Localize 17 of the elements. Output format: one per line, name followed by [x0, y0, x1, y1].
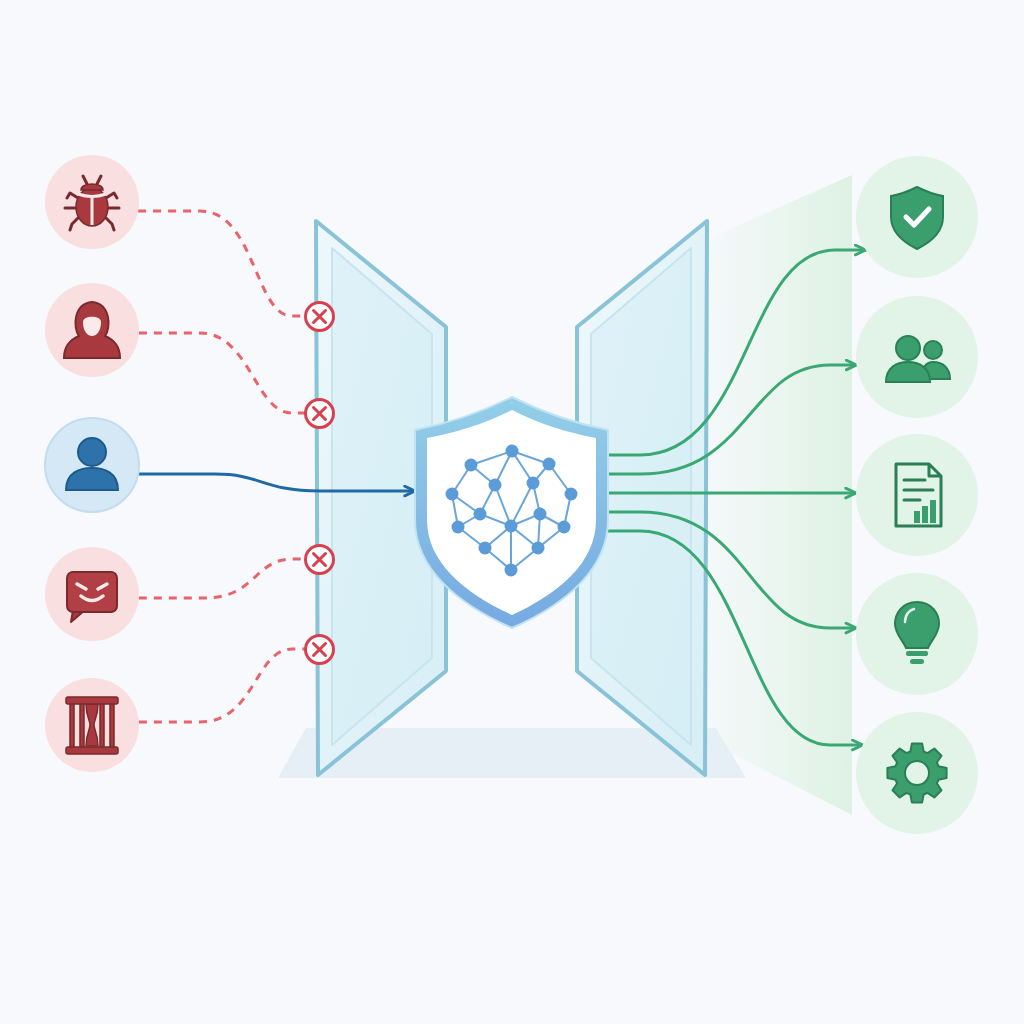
dashed-line	[138, 331, 305, 415]
users-icon	[855, 295, 979, 419]
bug-icon	[44, 154, 140, 250]
gear-icon	[855, 711, 979, 835]
angry-chat-icon	[44, 546, 140, 642]
prison-bars-icon	[44, 677, 140, 773]
user-icon	[43, 416, 141, 514]
blocked-x-icon	[302, 396, 336, 430]
document-chart-icon	[855, 433, 979, 557]
arrow	[606, 529, 865, 752]
blocked-x-icon	[302, 542, 336, 576]
shield-check-icon	[855, 155, 979, 279]
blocked-x-icon	[302, 632, 336, 666]
blocked-x-icon	[302, 299, 336, 333]
lightbulb-icon	[855, 572, 979, 696]
hooded-figure-icon	[44, 282, 140, 378]
dashed-line	[138, 647, 305, 724]
